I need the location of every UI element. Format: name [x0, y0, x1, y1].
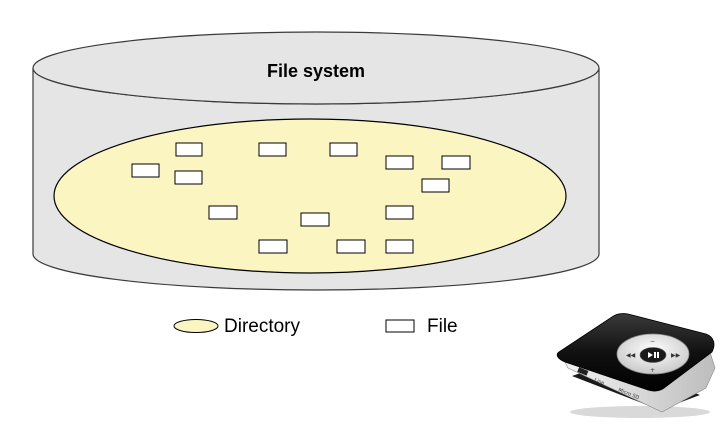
volume-down-icon: −: [650, 338, 655, 345]
device-port-label: Line: [593, 377, 605, 386]
file-box: [208, 205, 238, 220]
file-box: [300, 212, 330, 227]
file-box: [385, 205, 414, 220]
legend-file-label: File: [427, 316, 458, 337]
file-box: [329, 142, 358, 157]
file-system-title: File system: [267, 61, 365, 81]
file-box: [174, 170, 203, 185]
file-box: [258, 142, 287, 157]
play-pause-icon: [648, 352, 659, 358]
file-box: [385, 239, 414, 254]
file-box: [131, 163, 160, 178]
directory-ellipse: [53, 118, 567, 274]
volume-up-icon: +: [650, 367, 655, 374]
file-box: [421, 178, 450, 193]
legend-directory-swatch: [173, 319, 219, 333]
file-box: [258, 239, 288, 254]
file-group: [131, 142, 471, 254]
file-box: [336, 239, 366, 254]
mp3-player-image: ◀◀ ▶▶ − + Line Micro SD: [556, 313, 716, 418]
cylinder-top: [32, 31, 600, 105]
file-box: [385, 155, 414, 170]
file-box: [441, 155, 471, 170]
file-box: [175, 142, 203, 157]
legend: Directory File: [173, 316, 458, 337]
previous-icon: ◀◀: [626, 352, 636, 359]
device-port: [577, 367, 589, 376]
device-shadow: [570, 406, 710, 418]
legend-directory-label: Directory: [224, 316, 301, 337]
next-icon: ▶▶: [671, 352, 681, 359]
legend-file-swatch: [385, 319, 415, 333]
